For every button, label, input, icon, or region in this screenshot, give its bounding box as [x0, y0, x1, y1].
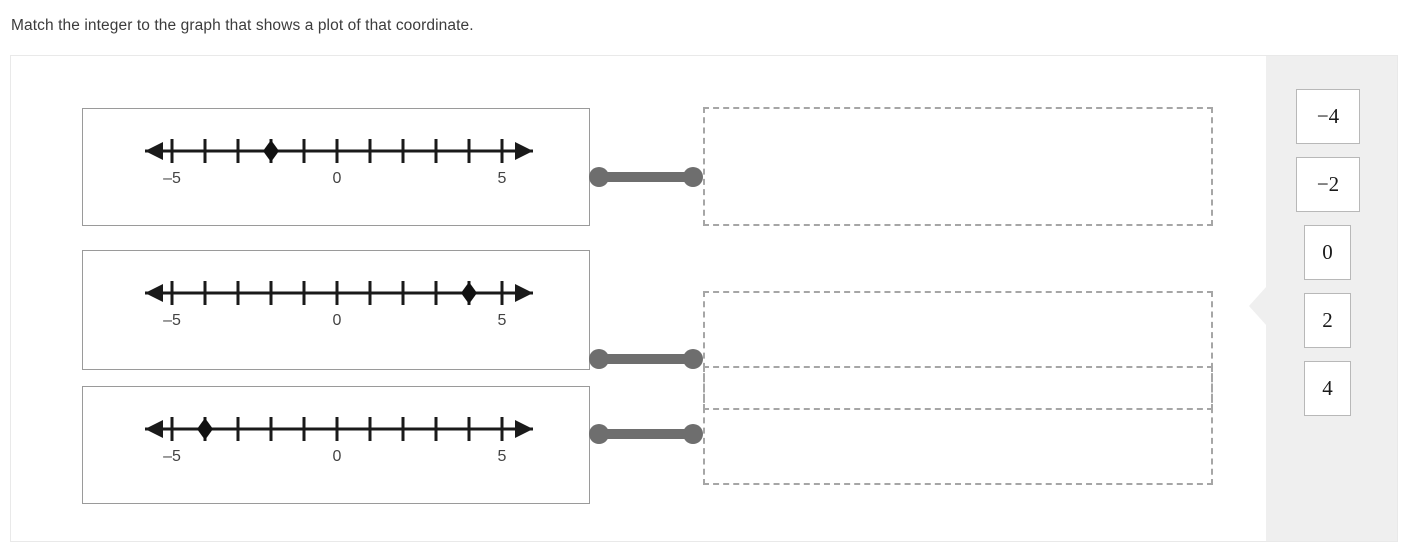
svg-text:0: 0: [333, 312, 342, 329]
answer-tile-0[interactable]: 0: [1304, 225, 1351, 280]
svg-text:0: 0: [333, 170, 342, 187]
connector-knob-right: [683, 167, 703, 187]
number-line-svg-3: –5 0 5: [145, 417, 533, 465]
plot-point-2: [461, 282, 477, 304]
svg-text:–5: –5: [163, 312, 181, 329]
connector-2[interactable]: [589, 349, 703, 369]
svg-text:–5: –5: [163, 170, 181, 187]
drop-zone-3[interactable]: [703, 366, 1213, 485]
match-rows: –5 0 5: [11, 56, 1268, 541]
answer-tile-2[interactable]: 2: [1304, 293, 1351, 348]
svg-text:–5: –5: [163, 448, 181, 465]
connector-knob-right: [683, 424, 703, 444]
connector-knob-right: [683, 349, 703, 369]
svg-text:5: 5: [498, 312, 507, 329]
answer-tray: −4 −2 0 2 4: [1249, 56, 1397, 541]
plot-point-3: [197, 418, 213, 440]
answer-tile-minus-4[interactable]: −4: [1296, 89, 1360, 144]
plot-point-1: [263, 140, 279, 162]
number-line-svg-2: –5 0 5: [145, 281, 533, 329]
activity-card: –5 0 5: [10, 55, 1398, 542]
drop-zone-1[interactable]: [703, 107, 1213, 226]
number-line-graph-2: –5 0 5: [82, 250, 590, 370]
connector-bar: [598, 354, 694, 364]
page-title: Match the integer to the graph that show…: [11, 17, 474, 34]
answer-tile-4[interactable]: 4: [1304, 361, 1351, 416]
number-line-svg-1: –5 0 5: [145, 139, 533, 187]
tray-notch-icon: [1249, 286, 1267, 326]
number-line-graph-3: –5 0 5: [82, 386, 590, 504]
match-row: –5 0 5: [11, 366, 1268, 528]
match-row: –5 0 5: [11, 107, 1268, 250]
svg-text:5: 5: [498, 170, 507, 187]
svg-text:0: 0: [333, 448, 342, 465]
connector-1[interactable]: [589, 167, 703, 187]
match-row: –5 0 5: [11, 250, 1268, 410]
drop-zone-2[interactable]: [703, 291, 1213, 410]
connector-3[interactable]: [589, 424, 703, 444]
number-line-graph-1: –5 0 5: [82, 108, 590, 226]
svg-text:5: 5: [498, 448, 507, 465]
connector-bar: [598, 172, 694, 182]
connector-bar: [598, 429, 694, 439]
answer-tile-minus-2[interactable]: −2: [1296, 157, 1360, 212]
